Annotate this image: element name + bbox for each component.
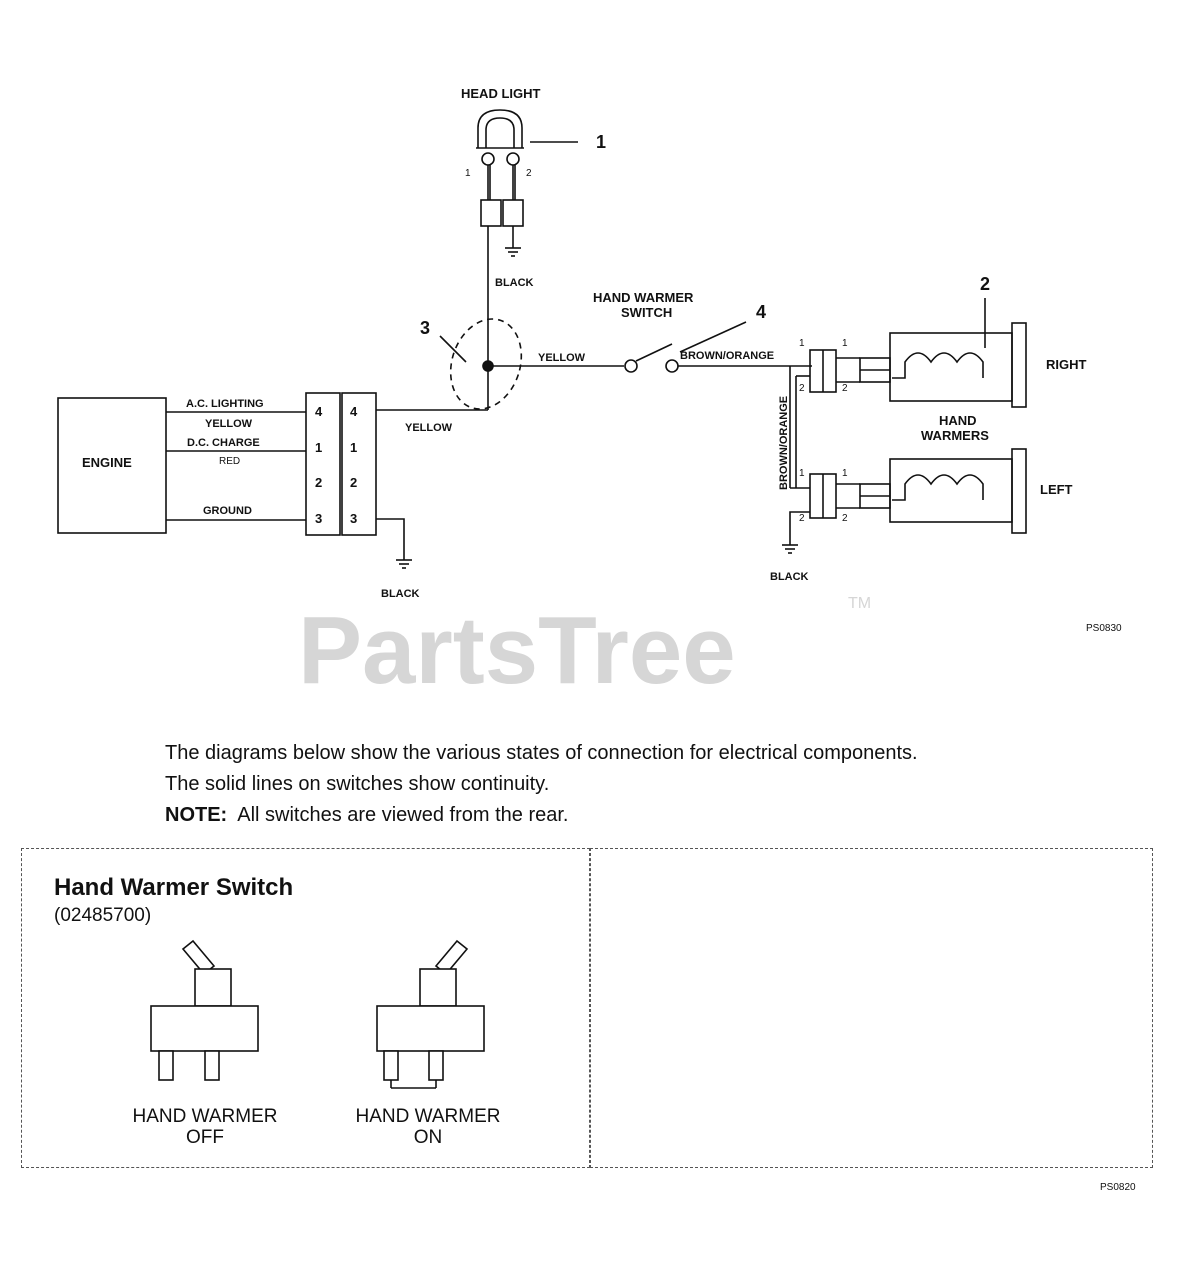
note-label: NOTE: <box>165 804 228 826</box>
watermark: PartsTree <box>298 597 736 700</box>
engine-label: ENGINE <box>82 455 132 470</box>
panel-code: PS0820 <box>1100 1182 1136 1193</box>
engine-box <box>57 397 167 534</box>
switch-off-label-line-1: HAND WARMER <box>132 1106 278 1127</box>
left-connector-pin-1: 1 <box>799 468 805 479</box>
wire-black-ground-engine: BLACK <box>381 588 420 600</box>
wire-brown-orange: BROWN/ORANGE <box>680 350 774 362</box>
conn-left-pin-3: 3 <box>315 511 322 526</box>
switch-on-label-line-2: ON <box>413 1127 443 1148</box>
switch-on-label: HAND WARMER ON <box>343 1106 513 1148</box>
wire-ac-lighting: A.C. LIGHTING <box>186 398 264 410</box>
wire-brown-orange-vertical: BROWN/ORANGE <box>778 396 790 490</box>
wire-ac-yellow: YELLOW <box>205 418 253 430</box>
conn-right-pin-1: 1 <box>350 440 357 455</box>
conn-left-pin-1: 1 <box>315 440 322 455</box>
empty-panel <box>590 848 1153 1168</box>
hand-warmer-switch-label-2: SWITCH <box>621 305 672 320</box>
switch-off-icon <box>150 939 259 1081</box>
conn-right-pin-3: 3 <box>350 511 357 526</box>
wire-dc-red: RED <box>219 456 240 467</box>
pin-1: 1 <box>465 168 471 179</box>
wire-ground: GROUND <box>203 505 252 517</box>
engine-connector-right <box>341 392 377 536</box>
callout-3: 3 <box>420 318 430 338</box>
conn-right-pin-2: 2 <box>350 475 357 490</box>
left-connector-pin-1b: 1 <box>842 468 848 479</box>
hand-warmers-label-2: WARMERS <box>921 428 989 443</box>
wiring-diagram: PartsTree TM <box>57 86 1122 700</box>
head-light-label: HEAD LIGHT <box>461 86 541 101</box>
notes: The diagrams below show the various stat… <box>165 738 918 831</box>
right-connector-pin-2b: 2 <box>842 383 848 394</box>
pin-2: 2 <box>526 168 532 179</box>
right-connector-pin-2: 2 <box>799 383 805 394</box>
switch-panel <box>21 848 590 1168</box>
engine-connector-left <box>305 392 341 536</box>
note-text: All switches are viewed from the rear. <box>237 804 569 826</box>
callout-4: 4 <box>756 302 766 322</box>
callout-1: 1 <box>596 132 606 152</box>
left-connector-pin-2b: 2 <box>842 513 848 524</box>
switch-off-label-line-2: OFF <box>186 1127 224 1148</box>
diagram-code: PS0830 <box>1086 623 1122 634</box>
conn-left-pin-2: 2 <box>315 475 322 490</box>
right-connector-pin-1b: 1 <box>842 338 848 349</box>
note-line-1: The diagrams below show the various stat… <box>165 742 918 764</box>
left-hand-warmer <box>889 458 1013 523</box>
note-line-3: NOTE: All switches are viewed from the r… <box>165 800 918 831</box>
hand-warmers-label-1: HAND <box>939 413 977 428</box>
conn-right-pin-4: 4 <box>350 404 358 419</box>
wire-dc-charge: D.C. CHARGE <box>187 437 260 449</box>
panel-title: Hand Warmer Switch <box>54 874 294 901</box>
panel-part-number: (02485700) <box>54 905 152 926</box>
right-connector-pin-1: 1 <box>799 338 805 349</box>
note-line-2: The solid lines on switches show continu… <box>165 773 550 795</box>
callout-2: 2 <box>980 274 990 294</box>
switch-off-label: HAND WARMER OFF <box>120 1106 290 1148</box>
head-light-icon <box>476 109 524 227</box>
right-hand-warmer <box>889 332 1013 402</box>
wire-black-headlight: BLACK <box>495 277 534 289</box>
hand-warmer-switch-label-1: HAND WARMER <box>593 290 694 305</box>
left-connector-pin-2: 2 <box>799 513 805 524</box>
wire-yellow-from-connector: YELLOW <box>405 422 453 434</box>
switch-on-label-line-1: HAND WARMER <box>355 1106 501 1127</box>
switch-illustrations <box>150 939 485 1089</box>
wire-black-ground-warmers: BLACK <box>770 571 809 583</box>
watermark-tm: TM <box>848 595 871 612</box>
conn-left-pin-4: 4 <box>315 404 323 419</box>
wire-yellow-to-switch: YELLOW <box>538 352 586 364</box>
right-label: RIGHT <box>1046 357 1087 372</box>
switch-on-icon <box>376 939 485 1089</box>
left-label: LEFT <box>1040 482 1073 497</box>
